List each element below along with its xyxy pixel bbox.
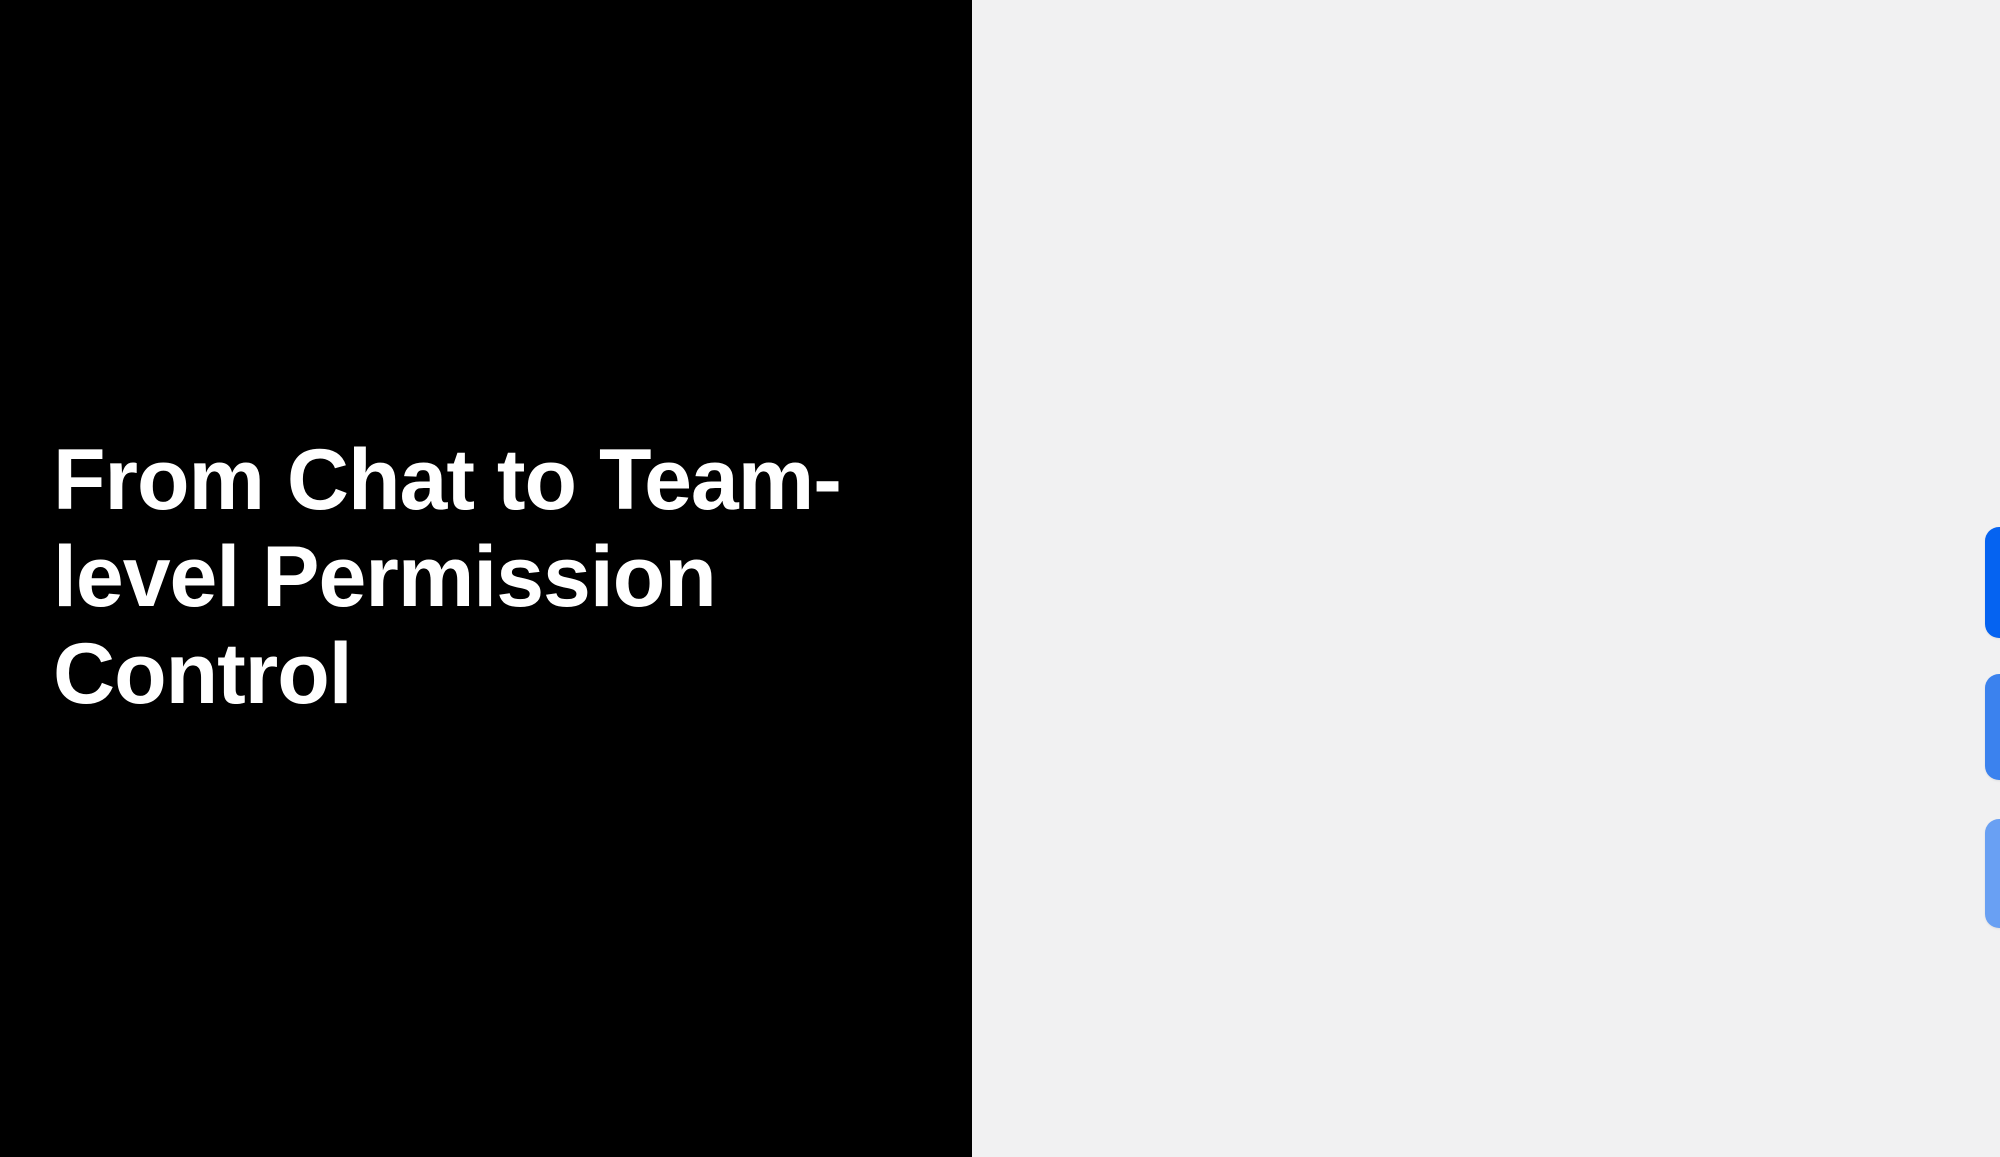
team-owner-node-1: Team owner: [1985, 527, 2000, 638]
title-panel: From Chat to Team- level Permission Cont…: [0, 0, 972, 1157]
diagram-panel: Admin Team owner Team owner Channel owne…: [972, 0, 2000, 1157]
member-node-1: Member: [1985, 819, 2000, 928]
channel-owner-node-1: Channel owner: [1985, 674, 2000, 780]
slide-title: From Chat to Team- level Permission Cont…: [53, 432, 842, 722]
